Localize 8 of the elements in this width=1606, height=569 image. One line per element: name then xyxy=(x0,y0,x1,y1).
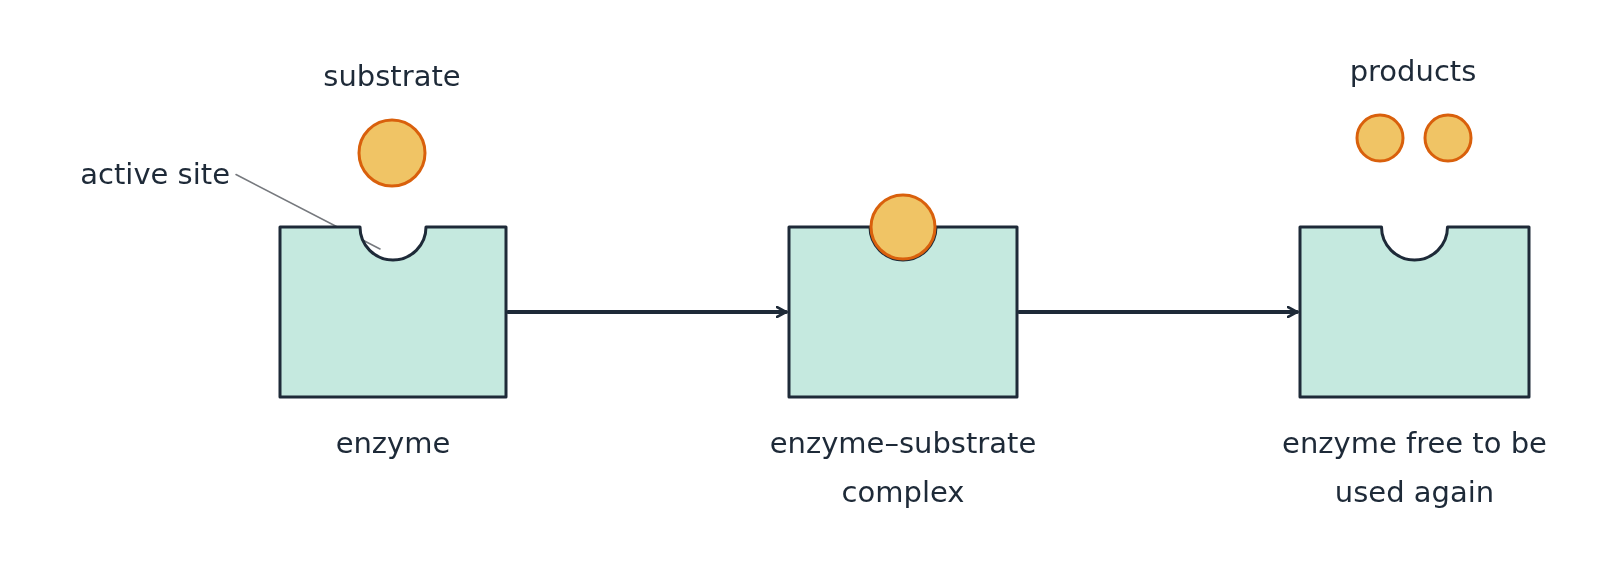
arrow xyxy=(506,305,788,319)
enzyme-label: enzyme xyxy=(334,425,452,462)
products-label: products xyxy=(1348,53,1478,90)
enzyme-label: enzyme free to be used again xyxy=(1281,425,1548,511)
callout-label: active site xyxy=(79,156,230,193)
substrate-label: substrate xyxy=(322,58,462,95)
arrow xyxy=(1017,305,1299,319)
enzyme-label: enzyme–substrate complex xyxy=(768,425,1038,511)
